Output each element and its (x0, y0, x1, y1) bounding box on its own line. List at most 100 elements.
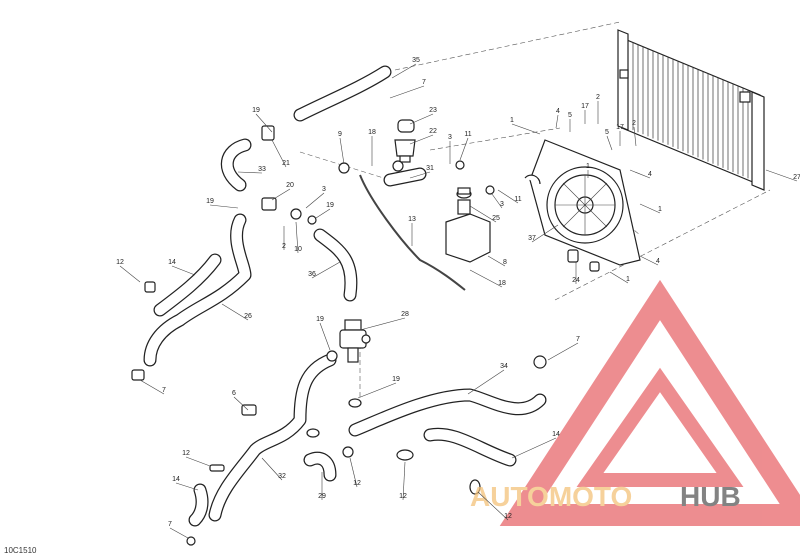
callout-label-c17b: 17 (616, 124, 624, 131)
callout-label-c18a: 18 (368, 129, 376, 136)
callout-leader-c12a (119, 265, 141, 283)
callout-label-c7b: 7 (162, 387, 166, 394)
callout-label-c14a: 14 (168, 259, 176, 266)
callout-leader-c37 (531, 224, 559, 243)
callout-leader-c7a (389, 85, 425, 99)
callout-label-c19a: 19 (252, 107, 260, 114)
callout-label-c26: 26 (244, 313, 252, 320)
callout-label-c4a: 4 (556, 108, 560, 115)
callout-label-c7c: 7 (576, 336, 580, 343)
callout-leader-c23 (409, 113, 434, 125)
callout-label-c20: 20 (286, 182, 294, 189)
callout-leader-c36 (311, 261, 341, 279)
callout-label-c2a: 2 (282, 243, 286, 250)
callout-label-c3c: 3 (500, 201, 504, 208)
hoses (143, 65, 547, 527)
callout-leader-c7b (139, 379, 165, 395)
callout-leader-c5b (606, 135, 613, 151)
callout-leader-c3b (305, 192, 325, 209)
callout-leader-c26 (221, 303, 249, 321)
callout-leader-c12b (185, 456, 211, 467)
reference-code: 10C1510 (4, 546, 37, 555)
callout-label-c1a: 1 (510, 117, 514, 124)
callout-label-c9a: 9 (338, 131, 342, 138)
callout-leader-c4c (639, 255, 659, 266)
callout-label-c12d: 12 (399, 493, 407, 500)
callout-label-c21: 21 (282, 160, 290, 167)
callout-leader-c27 (765, 169, 798, 182)
callout-label-c1d: 1 (586, 163, 590, 170)
callout-label-c27: 27 (793, 174, 800, 181)
callout-label-c31: 31 (426, 165, 434, 172)
callout-label-c5b: 5 (605, 129, 609, 136)
callout-label-c24: 24 (572, 277, 580, 284)
callout-label-c6: 6 (232, 390, 236, 397)
callout-leader-c1a (511, 123, 541, 135)
callout-leader-c12d (402, 461, 406, 501)
watermark-triangle (499, 279, 800, 526)
callout-label-c17a: 17 (581, 103, 589, 110)
callout-label-c19d: 19 (316, 316, 324, 323)
callout-label-c37: 37 (528, 235, 536, 242)
callout-leader-c14a (171, 265, 196, 276)
callout-leader-c19d (319, 322, 331, 351)
callout-leader-c11b (497, 189, 519, 204)
callout-label-c33: 33 (258, 166, 266, 173)
callout-leader-c7c (547, 342, 579, 361)
callout-label-c34: 34 (500, 363, 508, 370)
callout-label-c4c: 4 (656, 258, 660, 265)
fan-assembly (524, 139, 641, 272)
callout-leader-c1b (639, 203, 661, 214)
callout-leader-c14c (175, 482, 199, 491)
callout-label-c10: 10 (294, 246, 302, 253)
callout-label-c11a: 11 (464, 131, 471, 138)
callout-label-c14b: 14 (552, 431, 560, 438)
callout-leader-c34 (467, 369, 505, 395)
callout-leader-c19c (315, 208, 331, 219)
callout-leader-c8 (487, 255, 506, 267)
callout-label-c19c: 19 (326, 202, 334, 209)
callout-leader-c21 (271, 139, 287, 168)
callout-label-c3a: 3 (448, 134, 452, 141)
callout-leader-c19e (357, 382, 397, 399)
callout-leader-c32 (261, 457, 283, 481)
callout-leader-c25 (469, 205, 497, 223)
watermark-text-primary: AUTOMOTO (470, 481, 632, 512)
callout-label-c22: 22 (429, 128, 437, 135)
callout-leader-c2c (633, 126, 637, 147)
callout-label-c11b: 11 (514, 196, 521, 203)
callout-label-c4b: 4 (648, 171, 652, 178)
callout-leader-c35 (391, 63, 417, 79)
callout-label-c2c: 2 (632, 120, 636, 127)
callout-label-c1c: 1 (626, 276, 630, 283)
callout-leader-c14b (511, 437, 557, 459)
callout-label-c8: 8 (503, 259, 507, 266)
callout-label-c29: 29 (318, 493, 326, 500)
callout-leader-c12e (477, 491, 509, 521)
callout-label-c7a: 7 (422, 79, 426, 86)
callout-leader-c20 (271, 188, 291, 201)
callout-leader-c18b (469, 269, 503, 288)
callout-label-c18b: 18 (498, 280, 506, 287)
callout-leader-c19a (255, 113, 273, 133)
callout-label-c28: 28 (401, 311, 409, 318)
callout-label-c12a: 12 (116, 259, 124, 266)
callout-label-c13: 13 (408, 216, 416, 223)
callout-leader-c3c (491, 193, 503, 209)
radiator (617, 29, 765, 191)
callout-label-c32: 32 (278, 473, 286, 480)
callout-leader-c7d (169, 527, 189, 539)
callout-label-c5a: 5 (568, 112, 572, 119)
callout-label-c12b: 12 (182, 450, 190, 457)
expansion-cap (394, 119, 416, 163)
callout-label-c35: 35 (412, 57, 420, 64)
callout-leader-c28 (359, 317, 406, 331)
coolant-reservoir (445, 187, 491, 263)
clamps-fittings (131, 125, 547, 546)
callout-label-c2b: 2 (596, 94, 600, 101)
callout-leader-c1c (609, 271, 629, 284)
callout-leader-c10 (295, 221, 299, 254)
callout-label-c23: 23 (429, 107, 437, 114)
